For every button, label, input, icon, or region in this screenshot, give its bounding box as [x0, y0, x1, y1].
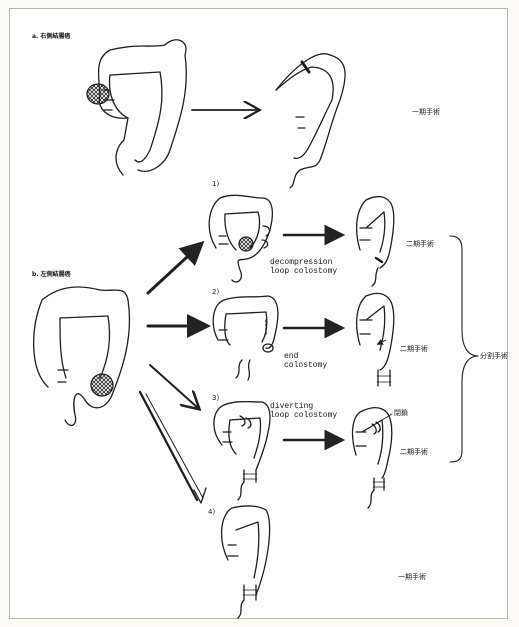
staged-brace	[450, 236, 478, 462]
closure-label: 閉鎖	[394, 409, 408, 418]
arrow-b4	[140, 392, 197, 500]
colon-b1-before	[209, 195, 272, 282]
colon-a-before	[87, 40, 186, 175]
arrow-b3	[150, 365, 198, 408]
outcome-b1-label: 二期手術	[406, 240, 434, 249]
section-b-label: b. 左側結腸癌	[32, 270, 71, 279]
diverting-loop-colostomy-label: diverting loop colostomy	[270, 402, 337, 420]
colon-a-after	[276, 54, 345, 188]
step-4-label: 4)	[208, 508, 215, 517]
step-3-label: 3)	[212, 394, 219, 403]
decompression-loop-colostomy-label: decompression loop colostomy	[270, 258, 337, 276]
arrow-b1	[148, 245, 200, 293]
step-1-label: 1)	[212, 180, 219, 189]
colon-b4	[222, 506, 270, 618]
staged-surgery-label: 分割手術	[480, 352, 508, 361]
outcome-b2-label: 二期手術	[400, 345, 428, 354]
step-2-label: 2)	[212, 288, 219, 297]
colon-b-source	[34, 287, 130, 425]
colon-b2-after	[357, 293, 394, 386]
colon-b3-before	[214, 402, 270, 500]
colon-b3-after	[353, 408, 392, 508]
outcome-b3-label: 二期手術	[400, 448, 428, 457]
outcome-a-label: 一期手術	[412, 108, 440, 117]
arrow-b4-inner	[146, 394, 203, 498]
outcome-b4-label: 一期手術	[398, 573, 426, 582]
section-a-label: a. 右側結腸癌	[32, 32, 70, 41]
end-colostomy-label: end colostomy	[284, 352, 327, 370]
colon-b1-after	[357, 196, 394, 286]
colon-b2-before	[213, 296, 278, 380]
